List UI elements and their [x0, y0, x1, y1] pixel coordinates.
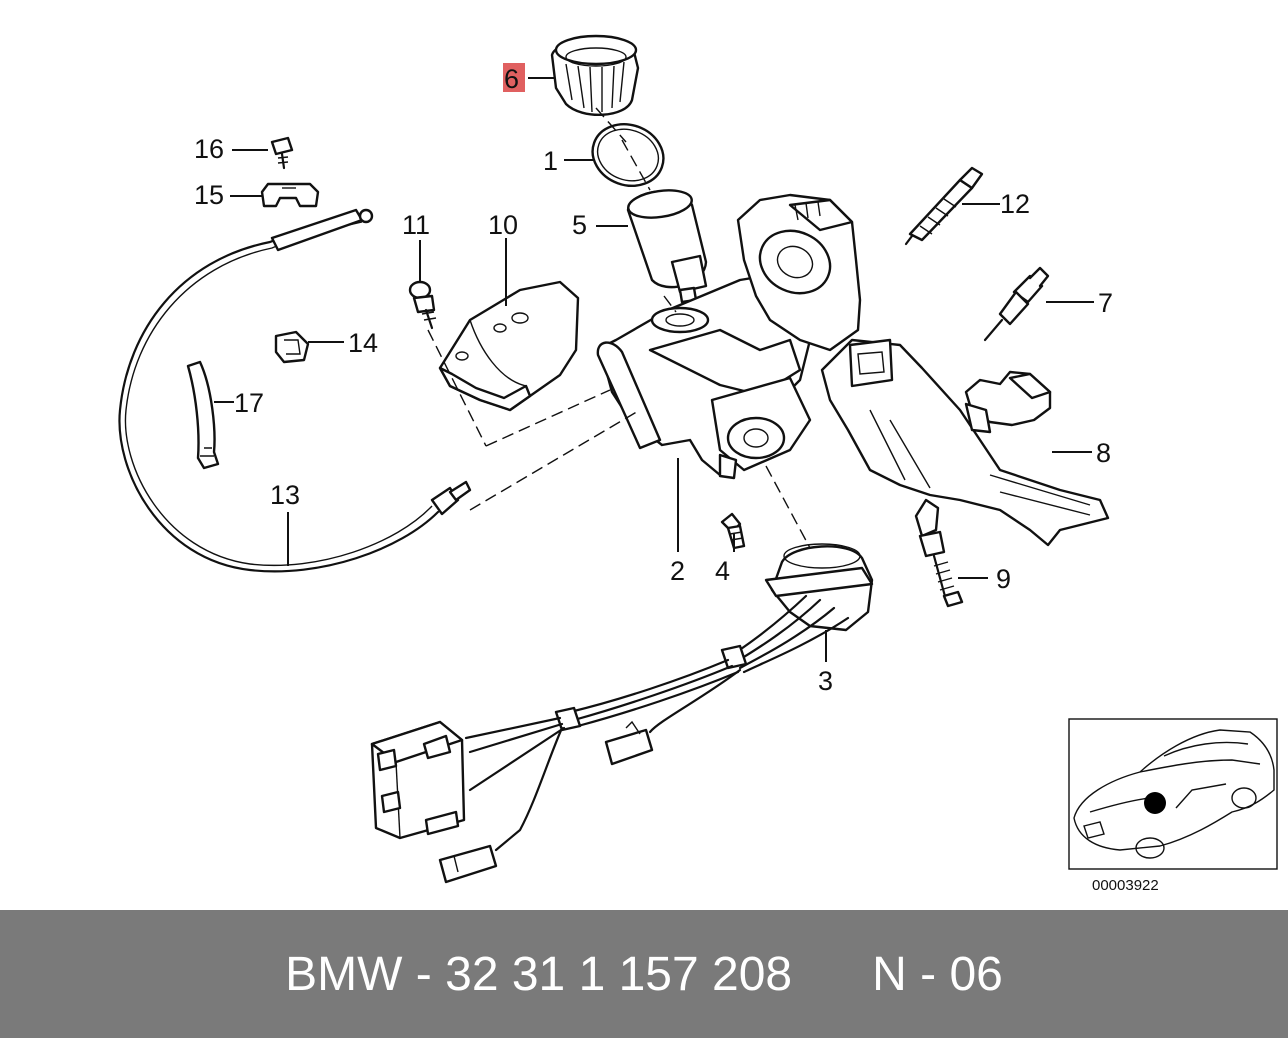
callout-9[interactable]: 9	[996, 564, 1011, 594]
part-16-bolt	[270, 136, 294, 170]
part-9-fastener	[914, 498, 964, 608]
callout-2[interactable]: 2	[670, 556, 685, 586]
callout-17[interactable]: 17	[234, 388, 264, 418]
part-4-screw	[720, 512, 746, 550]
callout-1[interactable]: 1	[543, 146, 558, 176]
part-1-o-ring	[591, 123, 665, 187]
part-11-screw	[408, 280, 437, 330]
part-14-clip	[274, 330, 310, 364]
callout-10[interactable]: 10	[488, 210, 518, 240]
callout-labels: 6 1 5 2 4 3 9 8 7 12 10 11 14 16 15 17 1…	[194, 63, 1113, 696]
callout-11[interactable]: 11	[402, 210, 430, 240]
footer-bar: BMW - 32 31 1 157 208 N - 06	[0, 910, 1288, 1038]
part-13-cable	[118, 208, 472, 573]
callout-13[interactable]: 13	[270, 480, 300, 510]
leader-lines	[214, 77, 1094, 662]
callout-3[interactable]: 3	[818, 666, 833, 696]
callout-7[interactable]: 7	[1098, 288, 1113, 318]
part-10-cover	[438, 280, 580, 412]
location-marker	[1144, 792, 1166, 814]
callout-12[interactable]: 12	[1000, 189, 1030, 219]
locator-thumbnail: 00003922	[1068, 718, 1278, 894]
callout-14[interactable]: 14	[348, 328, 378, 358]
callout-15[interactable]: 15	[194, 180, 224, 210]
callout-6-highlight	[503, 63, 525, 92]
part-17-tab	[186, 360, 220, 470]
part-8-bracket	[820, 338, 1110, 547]
part-number: BMW - 32 31 1 157 208	[285, 947, 793, 1001]
car-outline	[1073, 729, 1275, 859]
part-6-ring	[550, 34, 640, 116]
part-2-lock-housing	[596, 193, 862, 480]
callout-5[interactable]: 5	[572, 210, 587, 240]
part-7-sensor	[983, 266, 1050, 342]
callout-16[interactable]: 16	[194, 134, 224, 164]
callout-4[interactable]: 4	[715, 556, 730, 586]
assembly-lines	[427, 107, 811, 549]
callout-8[interactable]: 8	[1096, 438, 1111, 468]
parts-diagram: 6 1 5 2 4 3 9 8 7 12 10 11 14 16 15 17 1…	[118, 34, 1278, 894]
diagram-code: N - 06	[872, 947, 1003, 1001]
part-3-harness	[370, 543, 874, 884]
part-15-clamp	[260, 182, 320, 208]
callout-6[interactable]: 6	[504, 64, 519, 94]
footer-gap	[792, 947, 872, 1002]
thumbnail-code: 00003922	[1092, 877, 1159, 894]
part-12-pin	[904, 166, 984, 246]
part-5-cylinder	[626, 189, 708, 304]
